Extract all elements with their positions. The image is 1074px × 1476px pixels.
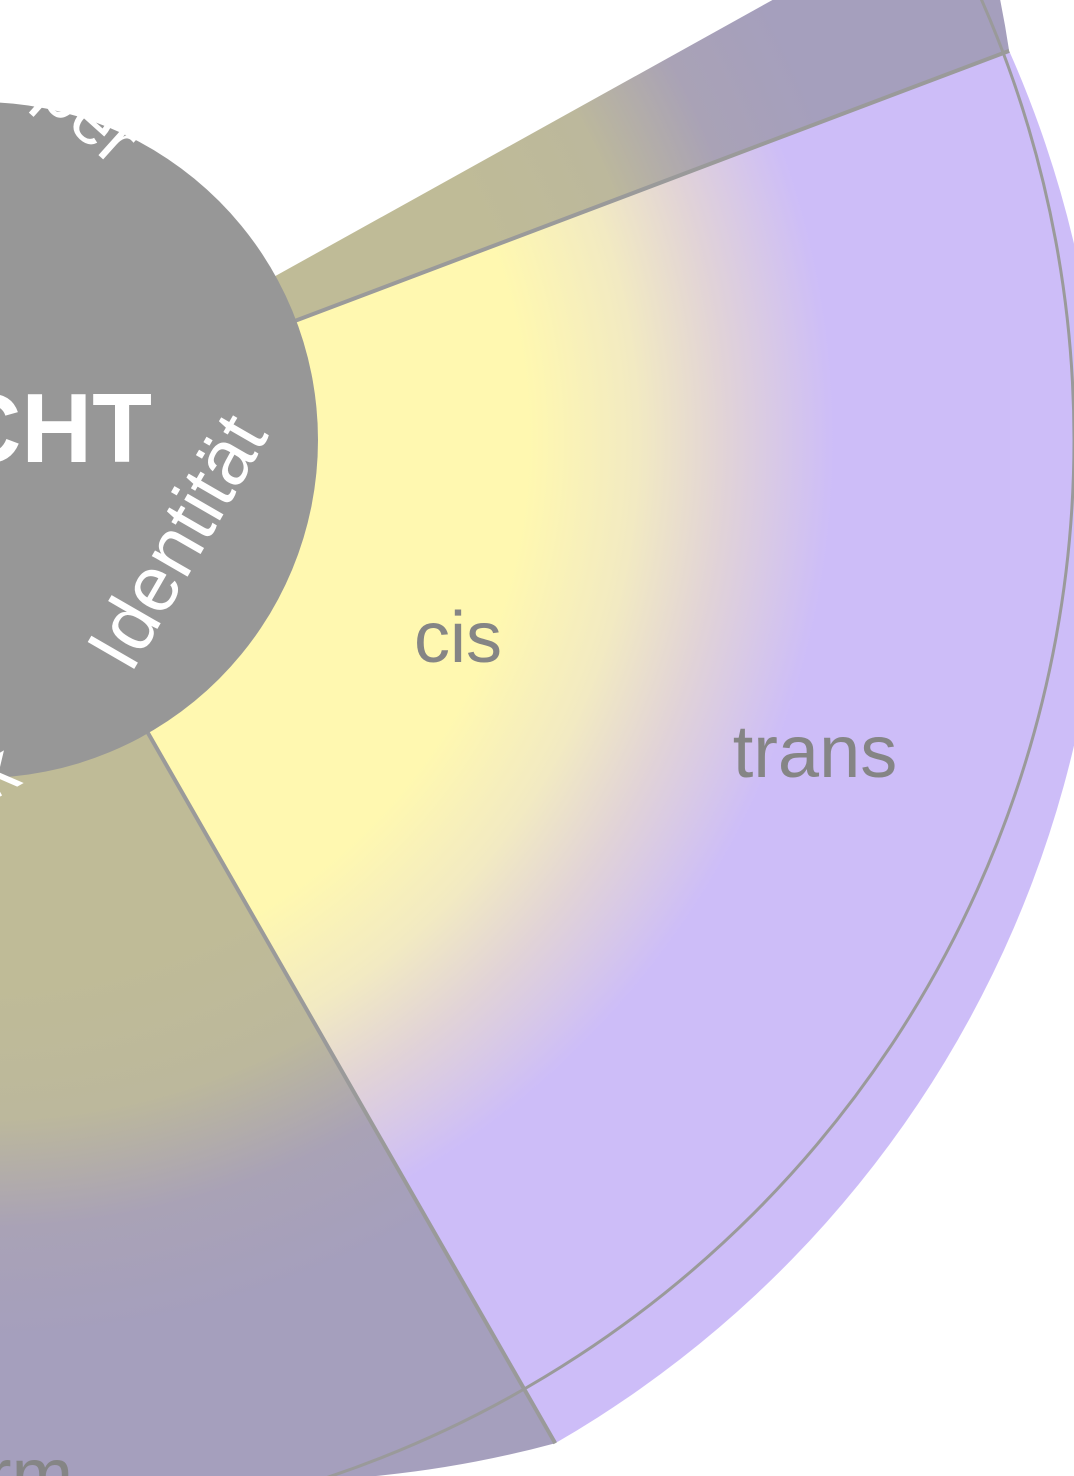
hub-title: CHT	[0, 373, 152, 483]
ring-label-bottom: rm	[0, 1433, 73, 1476]
center-hub	[0, 102, 318, 778]
ring-label-trans: trans	[733, 710, 898, 793]
ring-label-cis: cis	[414, 598, 502, 678]
